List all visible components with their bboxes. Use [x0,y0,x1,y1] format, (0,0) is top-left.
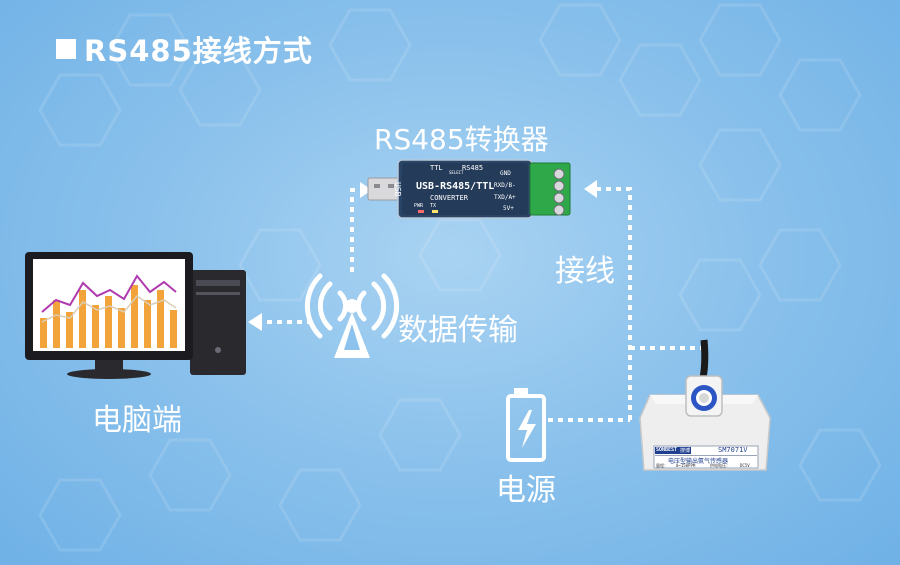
sensor-model: SM7071V [718,446,748,454]
converter-led-pwr: PWR [414,203,424,209]
sensor-range-value: 0~150PPM [676,463,696,468]
title-text: RS485接线方式 [84,34,313,68]
label-power: 电源 [496,473,556,508]
line-antenna-to-usb [350,188,362,272]
sensor-supply-label: 供电电压： [710,463,730,468]
converter-main-text: USB-RS485/TTL [416,181,495,192]
sensor-name: 电压型输出氨气传感器 [668,458,729,465]
converter-mode-select: SELECT [449,170,464,175]
converter-pin-gnd: GND [500,170,511,177]
label-wiring: 接线 [555,254,615,289]
arrow-to-pc [248,313,262,331]
label-converter: RS485转换器 [374,123,549,156]
arrow-to-usb [360,182,372,198]
converter-mode-ttl: TTL [430,164,443,172]
converter-pin-txd: TXD/A+ [494,194,516,201]
label-pc: 电脑端 [92,403,182,438]
line-sensor-to-converter [596,187,632,420]
label-data-transfer: 数据传输 [398,313,518,348]
converter-led-tx: TX [430,203,437,209]
sensor-brand-cn: 搜博 [680,448,691,454]
converter-sub-text: CONVERTER [430,194,468,202]
arrow-to-converter [584,180,597,198]
converter-mode-rs485: RS485 [462,164,484,172]
sensor-supply-value: DC5V [740,463,750,468]
page-title: RS485接线方式 [56,28,313,70]
converter-pin-5v: 5V+ [503,205,514,212]
title-square-icon [56,39,76,59]
sensor-range-label: 量程： [656,463,668,468]
sensor-brand: SONBEST [656,447,678,453]
converter-pin-rxd: RXD/B- [494,182,516,189]
